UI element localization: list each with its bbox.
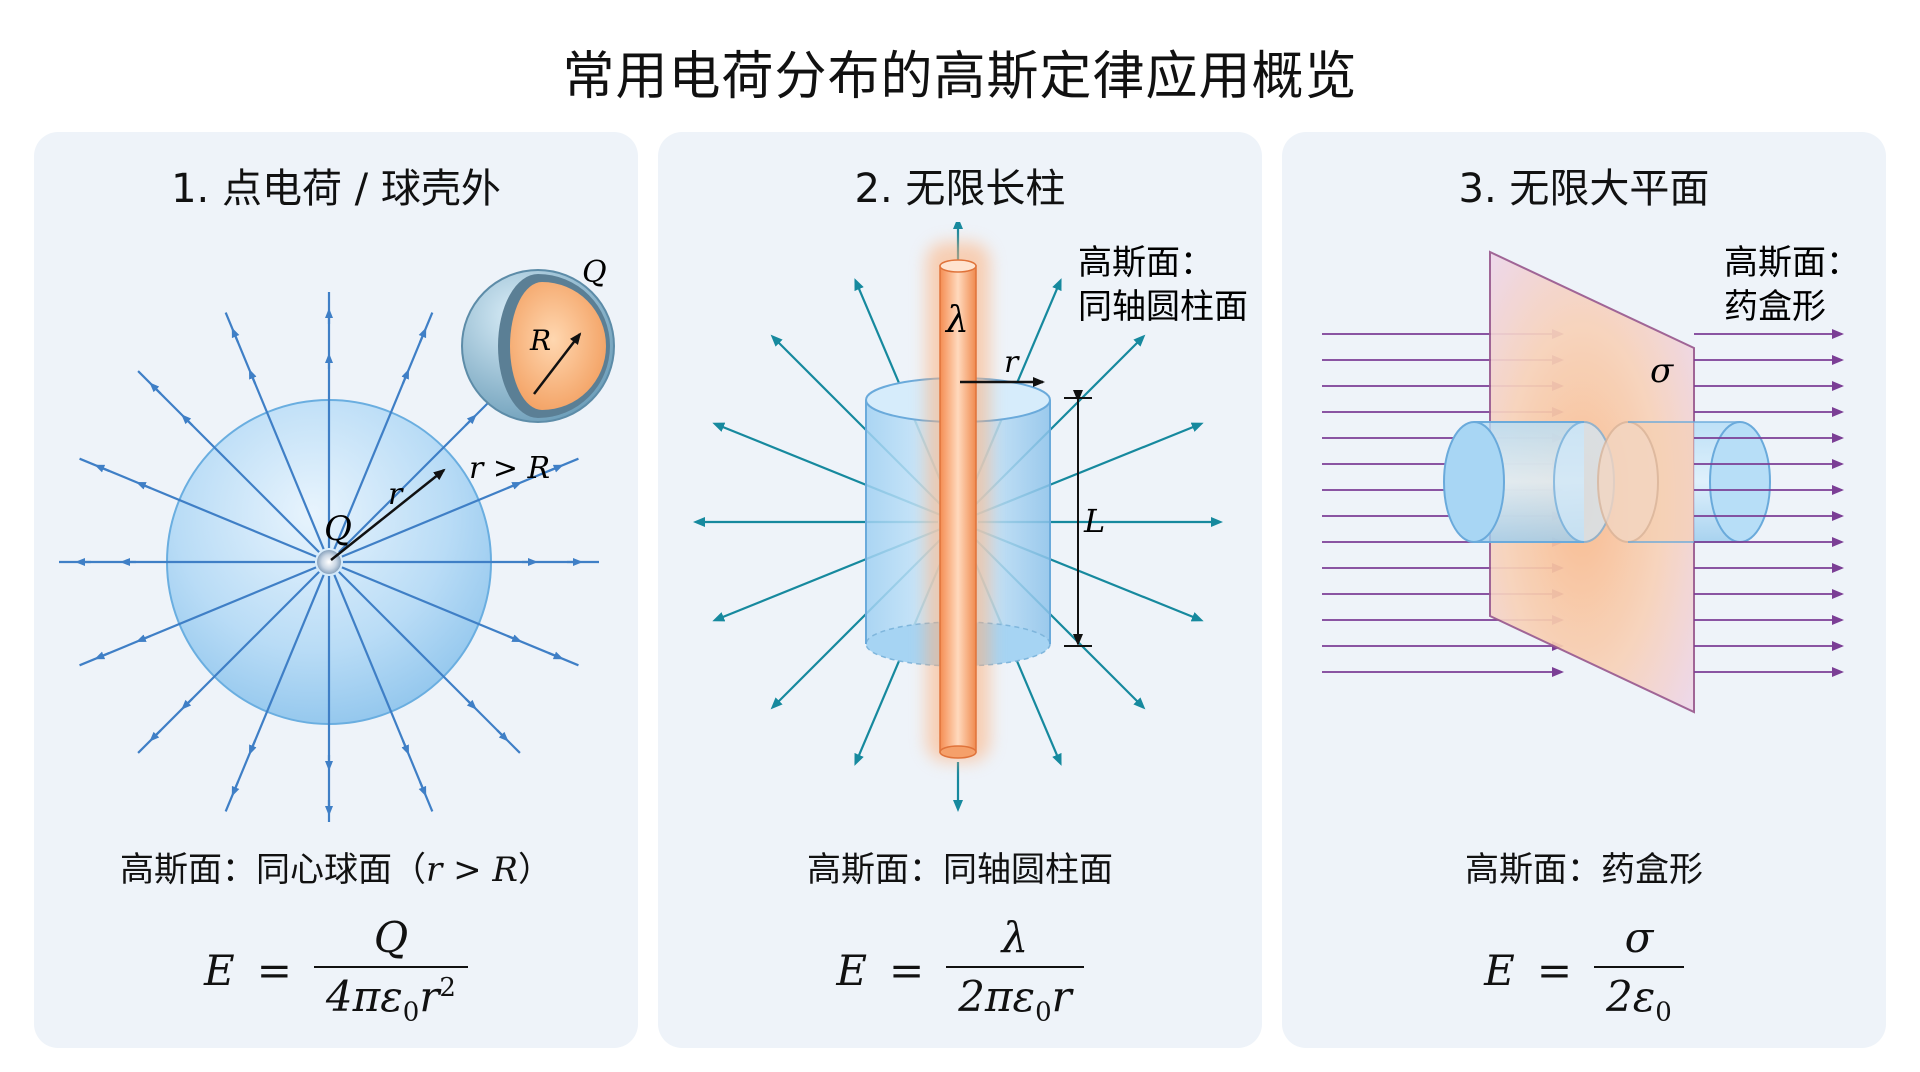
- den-main: 2ε: [1606, 971, 1656, 1021]
- formula-denominator: 4πε0r2: [313, 965, 468, 1028]
- formula-equals: =: [1536, 945, 1573, 995]
- field-line: [341, 457, 579, 558]
- gaussian-note-line2: 同轴圆柱面: [1078, 287, 1248, 327]
- field-line-arrow: [249, 368, 257, 385]
- gaussian-surface-caption: 高斯面：药盒形: [1465, 850, 1703, 890]
- panel-infinite-plane: 3. 无限大平面: [1282, 132, 1886, 1048]
- caption-prefix: 高斯面：同心球面（: [120, 850, 427, 890]
- label-L: L: [1083, 502, 1105, 540]
- den-sub: 0: [402, 997, 420, 1028]
- field-line-arrow: [401, 368, 409, 385]
- formula-fraction: Q 4πε0r2: [313, 912, 468, 1028]
- label-r-gt-R: r > R: [469, 451, 550, 486]
- plane-charge-diagram: σ 高斯面： 药盒形: [1322, 243, 1860, 714]
- field-line-arrow: [418, 781, 427, 797]
- formula-fraction: σ 2ε0: [1594, 913, 1684, 1027]
- field-line-arrow: [135, 634, 152, 642]
- field-line-arrow: [94, 464, 110, 473]
- den-main: 4πε: [325, 971, 403, 1021]
- formula-fraction: λ 2πε0r: [946, 913, 1084, 1027]
- panel-title: 3. 无限大平面: [1458, 166, 1710, 212]
- page-title: 常用电荷分布的高斯定律应用概览: [562, 47, 1358, 107]
- formula-numerator: σ: [1624, 912, 1654, 962]
- pillbox-icon: [1443, 421, 1771, 543]
- formula-lhs: E: [836, 945, 867, 995]
- sphere-shell-inset-icon: [461, 269, 615, 423]
- formula-point-charge: E = Q 4πε0r2: [34, 910, 638, 1030]
- field-line-arrow: [181, 697, 194, 710]
- panel-title: 1. 点电荷 / 球壳外: [171, 166, 501, 212]
- field-line-arrow: [231, 327, 240, 343]
- den-sub: 0: [1035, 997, 1052, 1028]
- field-line-arrow: [506, 482, 523, 490]
- field-line: [79, 457, 317, 558]
- label-r: r: [1004, 345, 1020, 380]
- field-line-arrow: [464, 414, 477, 427]
- formula-equals: =: [256, 945, 292, 995]
- formula-denominator: 2πε0r: [946, 965, 1084, 1028]
- label-r: r: [388, 477, 404, 512]
- field-line-arrow: [181, 414, 194, 427]
- label-R: R: [529, 324, 551, 357]
- formula-line-charge: E = λ 2πε0r: [658, 910, 1262, 1030]
- field-line-arrow: [231, 781, 240, 797]
- formula-numerator: λ: [1001, 912, 1029, 962]
- field-line-arrow: [135, 482, 152, 490]
- charged-rod-icon: [926, 242, 990, 762]
- gaussian-note-line1: 高斯面：: [1078, 243, 1214, 283]
- point-charge-diagram: r Q r > R R Q: [59, 255, 615, 822]
- gaussian-note-line2: 药盒形: [1724, 287, 1826, 327]
- den-sub: 0: [1655, 997, 1672, 1028]
- field-line: [338, 571, 521, 754]
- label-lambda: λ: [944, 300, 969, 341]
- field-line-arrow: [249, 739, 257, 756]
- formula-plane-charge: E = σ 2ε0: [1282, 910, 1886, 1030]
- field-line-arrow: [548, 651, 564, 660]
- panel-infinite-line: 2. 无限长柱: [658, 132, 1262, 1048]
- gaussian-note-line1: 高斯面：: [1724, 243, 1860, 283]
- panel-point-charge: 1. 点电荷 / 球壳外: [34, 132, 638, 1048]
- caption-condition: r > R: [426, 850, 518, 890]
- field-line-arrow: [464, 697, 477, 710]
- field-line-arrow: [506, 634, 523, 642]
- field-lines-right: [1694, 329, 1844, 677]
- den-var: r: [419, 971, 440, 1021]
- panel-title: 2. 无限长柱: [854, 166, 1066, 212]
- gaussian-surface-caption: 高斯面：同心球面（r > R）: [34, 842, 638, 891]
- field-line-arrow: [401, 739, 409, 756]
- line-charge-diagram: λ r L 高斯面： 同轴圆柱面: [693, 222, 1248, 812]
- field-line: [224, 312, 325, 550]
- formula-lhs: E: [1484, 945, 1515, 995]
- radius-arrow: [330, 468, 446, 561]
- den-main: 2πε: [958, 971, 1036, 1021]
- den-sup: 2: [439, 972, 456, 1003]
- field-line-arrow: [496, 729, 509, 742]
- gaussian-surface-caption: 高斯面：同轴圆柱面: [807, 850, 1113, 890]
- field-line: [341, 566, 579, 667]
- label-Q: Q: [324, 509, 352, 549]
- field-line-arrow: [149, 382, 162, 395]
- caption-suffix: ）: [517, 850, 552, 890]
- field-line: [137, 370, 320, 553]
- field-line-arrow: [94, 651, 110, 660]
- field-line: [137, 571, 320, 754]
- field-line-arrow: [149, 729, 162, 742]
- field-line-arrow: [418, 327, 427, 343]
- field-line: [333, 574, 434, 812]
- den-var: r: [1051, 971, 1072, 1021]
- field-line-arrow: [548, 464, 564, 473]
- field-line: [224, 574, 325, 812]
- formula-numerator: Q: [373, 912, 409, 962]
- formula-denominator: 2ε0: [1594, 965, 1684, 1028]
- label-sigma: σ: [1650, 351, 1674, 391]
- length-marker: [1064, 390, 1092, 647]
- field-line: [333, 312, 434, 550]
- field-lines: [59, 292, 599, 822]
- label-Q-shell: Q: [582, 255, 607, 290]
- formula-lhs: E: [204, 945, 235, 995]
- field-line: [79, 566, 317, 667]
- formula-equals: =: [888, 945, 925, 995]
